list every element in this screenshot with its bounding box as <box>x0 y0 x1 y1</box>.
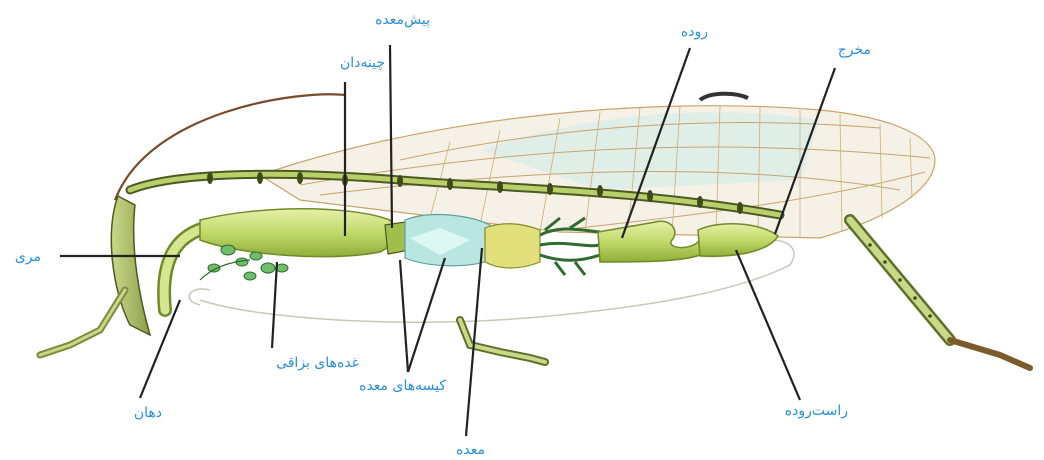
leader-line-rastrude <box>736 250 800 400</box>
label-kisehha: کیسه‌های معده <box>359 378 446 394</box>
label-rastrude: راست‌روده <box>785 403 848 419</box>
leader-line-kisehha-2 <box>408 258 445 372</box>
leader-line-ghoddeha <box>272 262 277 348</box>
label-ghoddeha: غده‌های بزاقی <box>276 355 359 371</box>
stomach-shape <box>485 224 540 268</box>
label-pish-meade: پیش‌معده <box>375 12 430 28</box>
label-makhraj: مخرج <box>838 42 871 58</box>
head-and-front-leg <box>40 196 150 355</box>
rectum-shape <box>698 224 778 257</box>
leader-line-kisehha-1 <box>400 260 408 372</box>
label-meade: معده <box>456 442 485 458</box>
label-chinedan: چینه‌دان <box>340 55 385 71</box>
label-meri: مری <box>15 249 41 265</box>
label-dahan: دهان <box>134 405 162 421</box>
hind-leg <box>850 220 1030 368</box>
label-rude: روده <box>681 24 708 40</box>
